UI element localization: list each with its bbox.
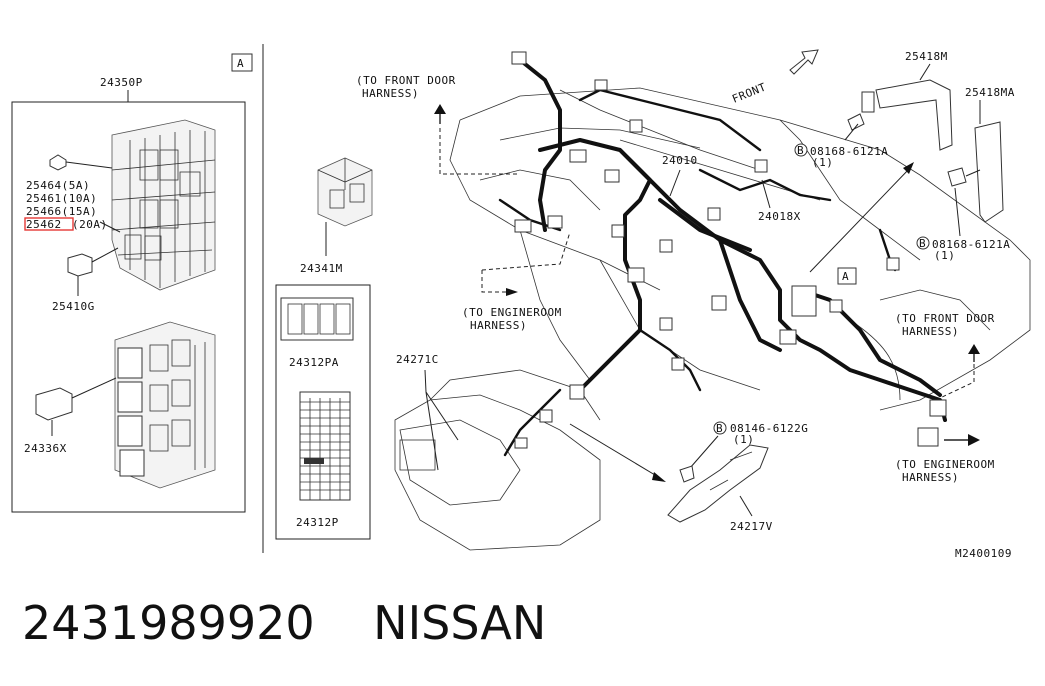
part-25410g-label: 25410G <box>52 300 95 313</box>
relay-24341m-icon <box>317 157 373 227</box>
to-front-door-2a-label: (TO FRONT DOOR <box>895 312 995 325</box>
to-front-door-1b-label: HARNESS) <box>362 87 419 100</box>
fuse-icon <box>49 154 67 171</box>
screw-icon <box>679 465 695 483</box>
callout-a-marker <box>837 267 857 285</box>
callout-a-label: A <box>842 270 849 283</box>
part-24271c-label: 24271C <box>396 353 439 366</box>
bolt-08168-2-label: 08168-6121A <box>932 238 1010 251</box>
part-24341m-label: 24341M <box>300 262 343 275</box>
harness-connectors <box>511 51 947 449</box>
section-a-label: A <box>237 57 244 70</box>
to-engineroom-2a-label: (TO ENGINEROOM <box>895 458 995 471</box>
to-front-door-2b-label: HARNESS) <box>902 325 959 338</box>
part-24010-label: 24010 <box>662 154 698 167</box>
bolt-08168-1-label: 08168-6121A <box>810 145 888 158</box>
front-arrow-icon <box>789 49 819 75</box>
diagram-code-label: M2400109 <box>955 547 1012 560</box>
bolt-mark-1-label: B <box>797 144 804 157</box>
relay-25410g-icon <box>67 253 93 277</box>
bolt-b-mark-1 <box>794 143 808 157</box>
part-25464-label: 25464(5A) <box>26 179 90 192</box>
arrow-right-icon-2 <box>968 434 980 446</box>
part-25461-label: 25461(10A) <box>26 192 97 205</box>
bolt-icon <box>861 91 875 113</box>
arrow-up-icon <box>434 104 446 114</box>
part-24217v-label: 24217V <box>730 520 773 533</box>
caption-brand: NISSAN <box>373 596 547 650</box>
fuse-block-upper <box>111 119 216 291</box>
bolt-08168-2-qty: (1) <box>934 249 955 262</box>
bolt-08146-qty: (1) <box>733 433 754 446</box>
part-24312p-label: 24312P <box>296 516 339 529</box>
label-panel <box>275 284 371 540</box>
part-25462-amp-label: (20A) <box>72 218 108 231</box>
to-front-door-1a-label: (TO FRONT DOOR <box>356 74 456 87</box>
to-engineroom-1b-label: HARNESS) <box>470 319 527 332</box>
bracket-25418ma-icon <box>974 121 1004 223</box>
bolt-08168-1-qty: (1) <box>812 156 833 169</box>
to-engineroom-1a-label: (TO ENGINEROOM <box>462 306 562 319</box>
part-24018x-label: 24018X <box>758 210 801 223</box>
bolt-mark-2-label: B <box>919 237 926 250</box>
arrow-right-icon <box>506 288 518 296</box>
part-25462-label: 25462 <box>26 218 62 231</box>
part-24336x-label: 24336X <box>24 442 67 455</box>
bolt-b-mark-2 <box>916 236 930 250</box>
bracket-25418m-icon <box>875 79 953 151</box>
part-24350p-label: 24350P <box>100 76 143 89</box>
bracket-24217v-icon <box>667 444 769 523</box>
to-engineroom-2b-label: HARNESS) <box>902 471 959 484</box>
part-25418m-label: 25418M <box>905 50 948 63</box>
caption: 2431989920 NISSAN <box>22 596 546 650</box>
highlight-box <box>24 217 74 231</box>
bolt-08146-label: 08146-6122G <box>730 422 808 435</box>
bolt-mark-3-label: B <box>716 422 723 435</box>
bolt-b-mark-3 <box>713 421 727 435</box>
part-24312pa-label: 24312PA <box>289 356 339 369</box>
part-25466-label: 25466(15A) <box>26 205 97 218</box>
caption-part-number: 2431989920 <box>22 596 315 650</box>
wiring-harness <box>498 58 947 457</box>
section-a-marker <box>231 53 253 72</box>
label-24312p-icon <box>299 391 351 501</box>
label-24312pa-icon <box>280 297 354 341</box>
dashboard-outline <box>394 87 1031 551</box>
fuse-block-lower <box>114 321 216 489</box>
arrow-up-icon-2 <box>968 344 980 354</box>
relay-24336x-icon <box>35 387 73 421</box>
front-label: FRONT <box>730 80 768 105</box>
part-25418ma-label: 25418MA <box>965 86 1015 99</box>
